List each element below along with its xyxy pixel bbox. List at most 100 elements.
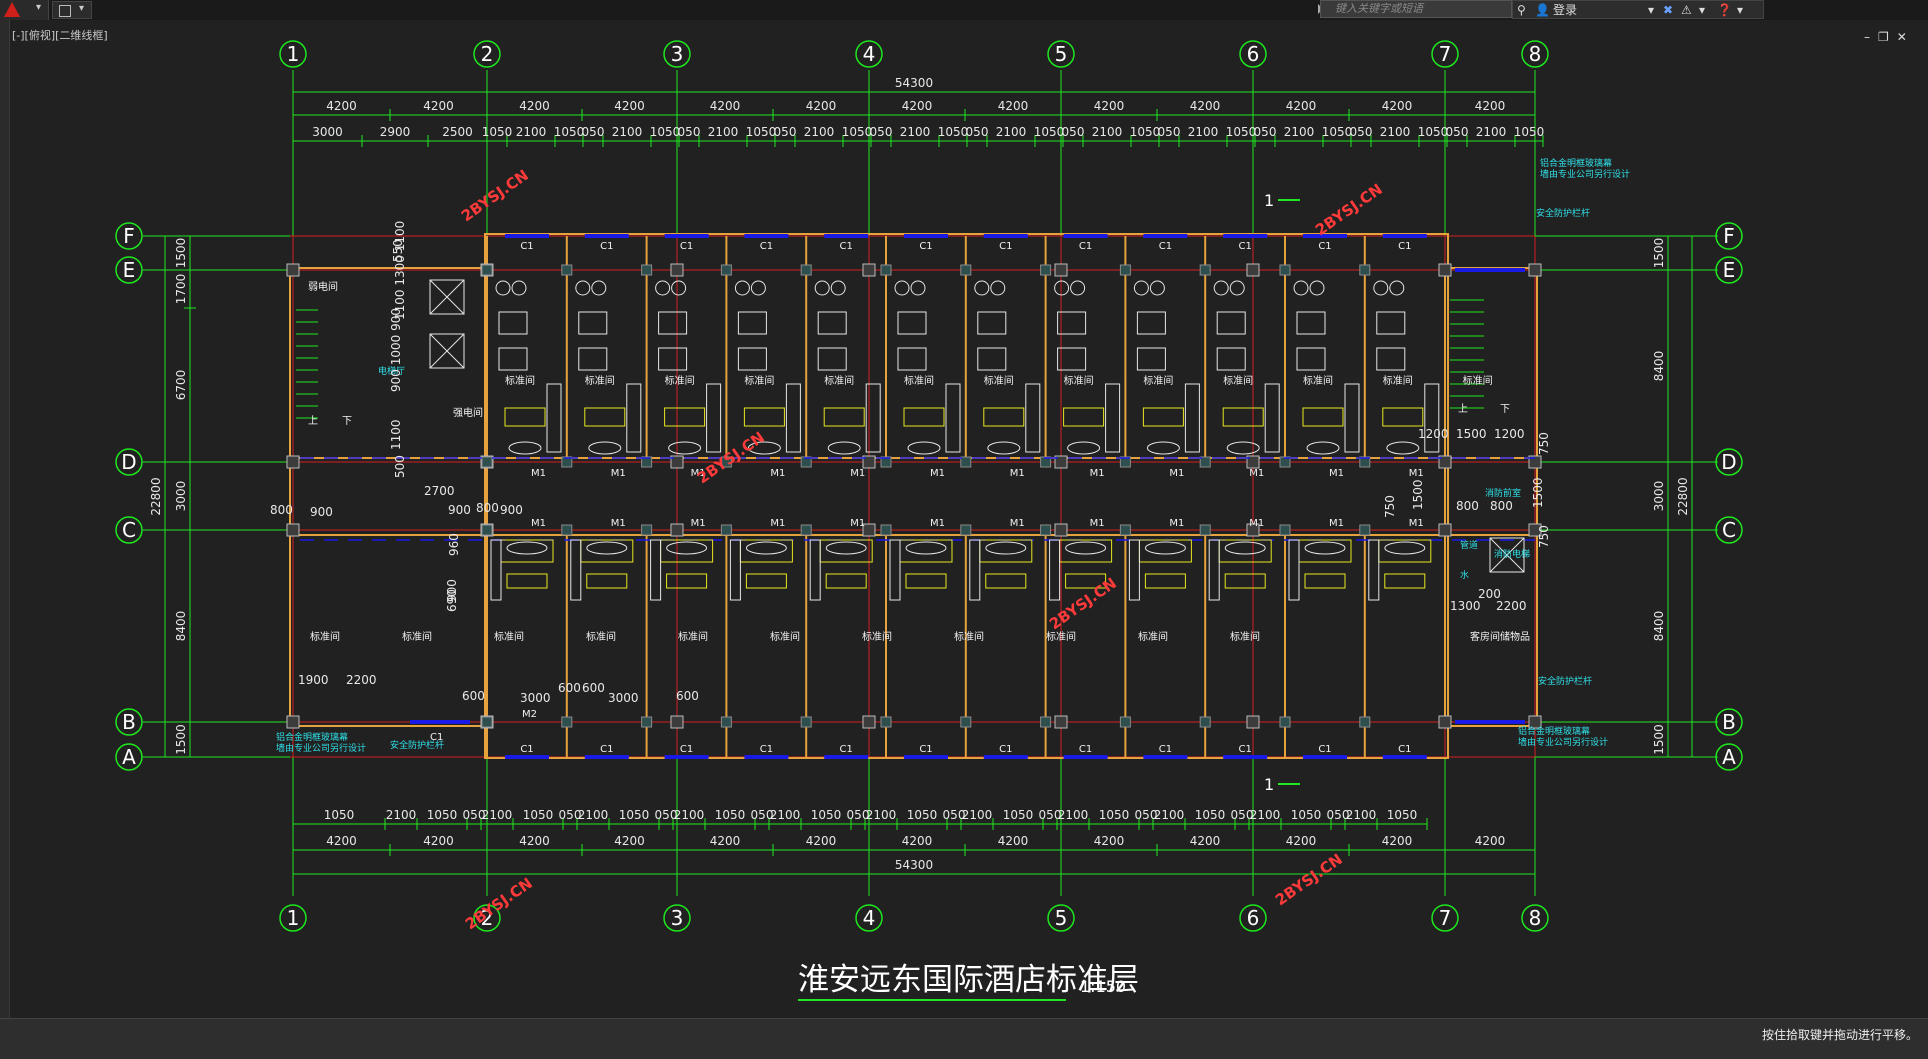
door-tag: M1 [1329,518,1344,529]
vanity [506,573,548,589]
application-menu-button[interactable]: ▾ [0,0,49,20]
wardrobe [1128,539,1140,601]
column [720,456,732,468]
misc-dim-value: 1900 [298,673,329,687]
viewport-controls-label[interactable]: [-][俯视][二维线框] [12,29,108,42]
bathtub [1065,541,1107,555]
grid-bubble-1 [279,40,307,68]
grid-bubble-3 [663,904,691,932]
user-icon[interactable]: 👤 [1535,3,1550,17]
grid-bubble-label: F [1723,224,1735,248]
bottom-detail-dim-value: 050 [1327,808,1350,822]
top-detail-dim-value: 1050 [1130,125,1161,139]
top-detail-dim-value: 2100 [1092,125,1123,139]
grid-bubble-C [1715,516,1743,544]
wardrobe [1344,383,1360,453]
column [880,524,892,536]
bed [658,311,688,335]
grid-bubble-label: A [1722,745,1736,769]
bathtub [508,441,542,455]
column [1199,264,1211,276]
fire-elevator-car [1489,537,1525,573]
top-detail-dim-value: 3000 [312,125,343,139]
west-core-wall [289,267,488,727]
bottom-detail-dim-value: 1050 [715,808,746,822]
grid-bubble-A [115,743,143,771]
misc-dim-value: 800 [476,501,499,515]
a360-icon[interactable]: ⚠ [1681,3,1692,17]
top-detail-dim-value: 050 [678,125,701,139]
search-input[interactable]: 键入关键字或短语 [1320,0,1512,18]
grid-bubble-C [115,516,143,544]
bottom-detail-dim-value: 2100 [770,808,801,822]
grid-bubble-8 [1521,40,1549,68]
bed [897,347,927,371]
chevron-down-icon: ▾ [79,3,85,14]
login-dropdown-icon[interactable]: ▾ [1648,3,1655,17]
minimize-icon[interactable]: – [1864,30,1878,44]
bottom-detail-dim-value: 2100 [1250,808,1281,822]
window-tag: C1 [1159,744,1172,755]
grid-bubble-E [1715,256,1743,284]
door-tag: M1 [1329,468,1344,479]
bed [1296,347,1326,371]
grid-bubble-label: 4 [863,42,876,66]
top-detail-dim-value: 1050 [1322,125,1353,139]
login-button[interactable]: 登录 [1553,3,1578,17]
door-tag: M1 [691,468,706,479]
curtain-wall-note-se: 铝合金明框玻璃幕 [1518,725,1590,737]
bottom-detail-dim-value: 050 [463,808,486,822]
wardrobe [1264,383,1280,453]
chevron-down-icon[interactable]: ▾ [1737,3,1744,17]
curtain-wall-note-ne: 铝合金明框玻璃幕 [1540,157,1612,169]
misc-dim-value: 500 [393,455,407,478]
column [800,716,812,728]
bathtub [1146,441,1180,455]
wardrobe [650,539,662,601]
column [561,456,573,468]
close-icon[interactable]: ✕ [1896,30,1915,44]
misc-dim-value: 1500 [1411,479,1425,510]
top-detail-dim-value: 2100 [996,125,1027,139]
bottom-bay-dim-value: 4200 [902,834,933,848]
structural-column [1438,523,1452,537]
window-tag: C1 [1318,744,1331,755]
structural-column [862,455,876,469]
binoculars-icon[interactable]: ⚲ [1517,3,1526,17]
room-label-bottom: 标准间 [862,630,892,643]
door-tag: M1 [531,468,546,479]
chevron-down-icon[interactable]: ▾ [1699,3,1706,17]
top-detail-dim-value: 050 [1350,125,1373,139]
window-tag: C1 [1239,241,1252,252]
room-label-top: 标准间 [904,374,934,387]
bathtub [1386,441,1420,455]
door-tag: M1 [770,468,785,479]
armchair [1133,280,1149,296]
bed [1136,347,1166,371]
top-detail-dim-value: 2500 [442,125,473,139]
restore-icon[interactable]: ❐ [1878,30,1897,44]
grid-bubble-2 [473,904,501,932]
bed [1376,347,1406,371]
bed [1216,347,1246,371]
window-tag: C1 [600,744,613,755]
column [1279,716,1291,728]
vanity [983,407,1025,427]
window-tag: C1 [840,241,853,252]
bathtub [506,541,548,555]
armchair [1389,280,1405,296]
vanity [1302,407,1344,427]
window-tag: C1 [999,744,1012,755]
grid-bubble-label: D [121,450,136,474]
misc-dim-value: 900 1000 900 [389,308,403,392]
wardrobe [809,539,821,601]
bottom-bay-dim-value: 4200 [806,834,837,848]
bottom-bay-dim-value: 4200 [1286,834,1317,848]
structural-column [1438,455,1452,469]
help-icon[interactable]: ❓ [1717,3,1732,17]
quick-access-button[interactable]: ▾ [52,1,92,19]
structural-column [1054,523,1068,537]
misc-dim-value: 800 [270,503,293,517]
exchange-icon[interactable]: ✖ [1663,3,1674,17]
